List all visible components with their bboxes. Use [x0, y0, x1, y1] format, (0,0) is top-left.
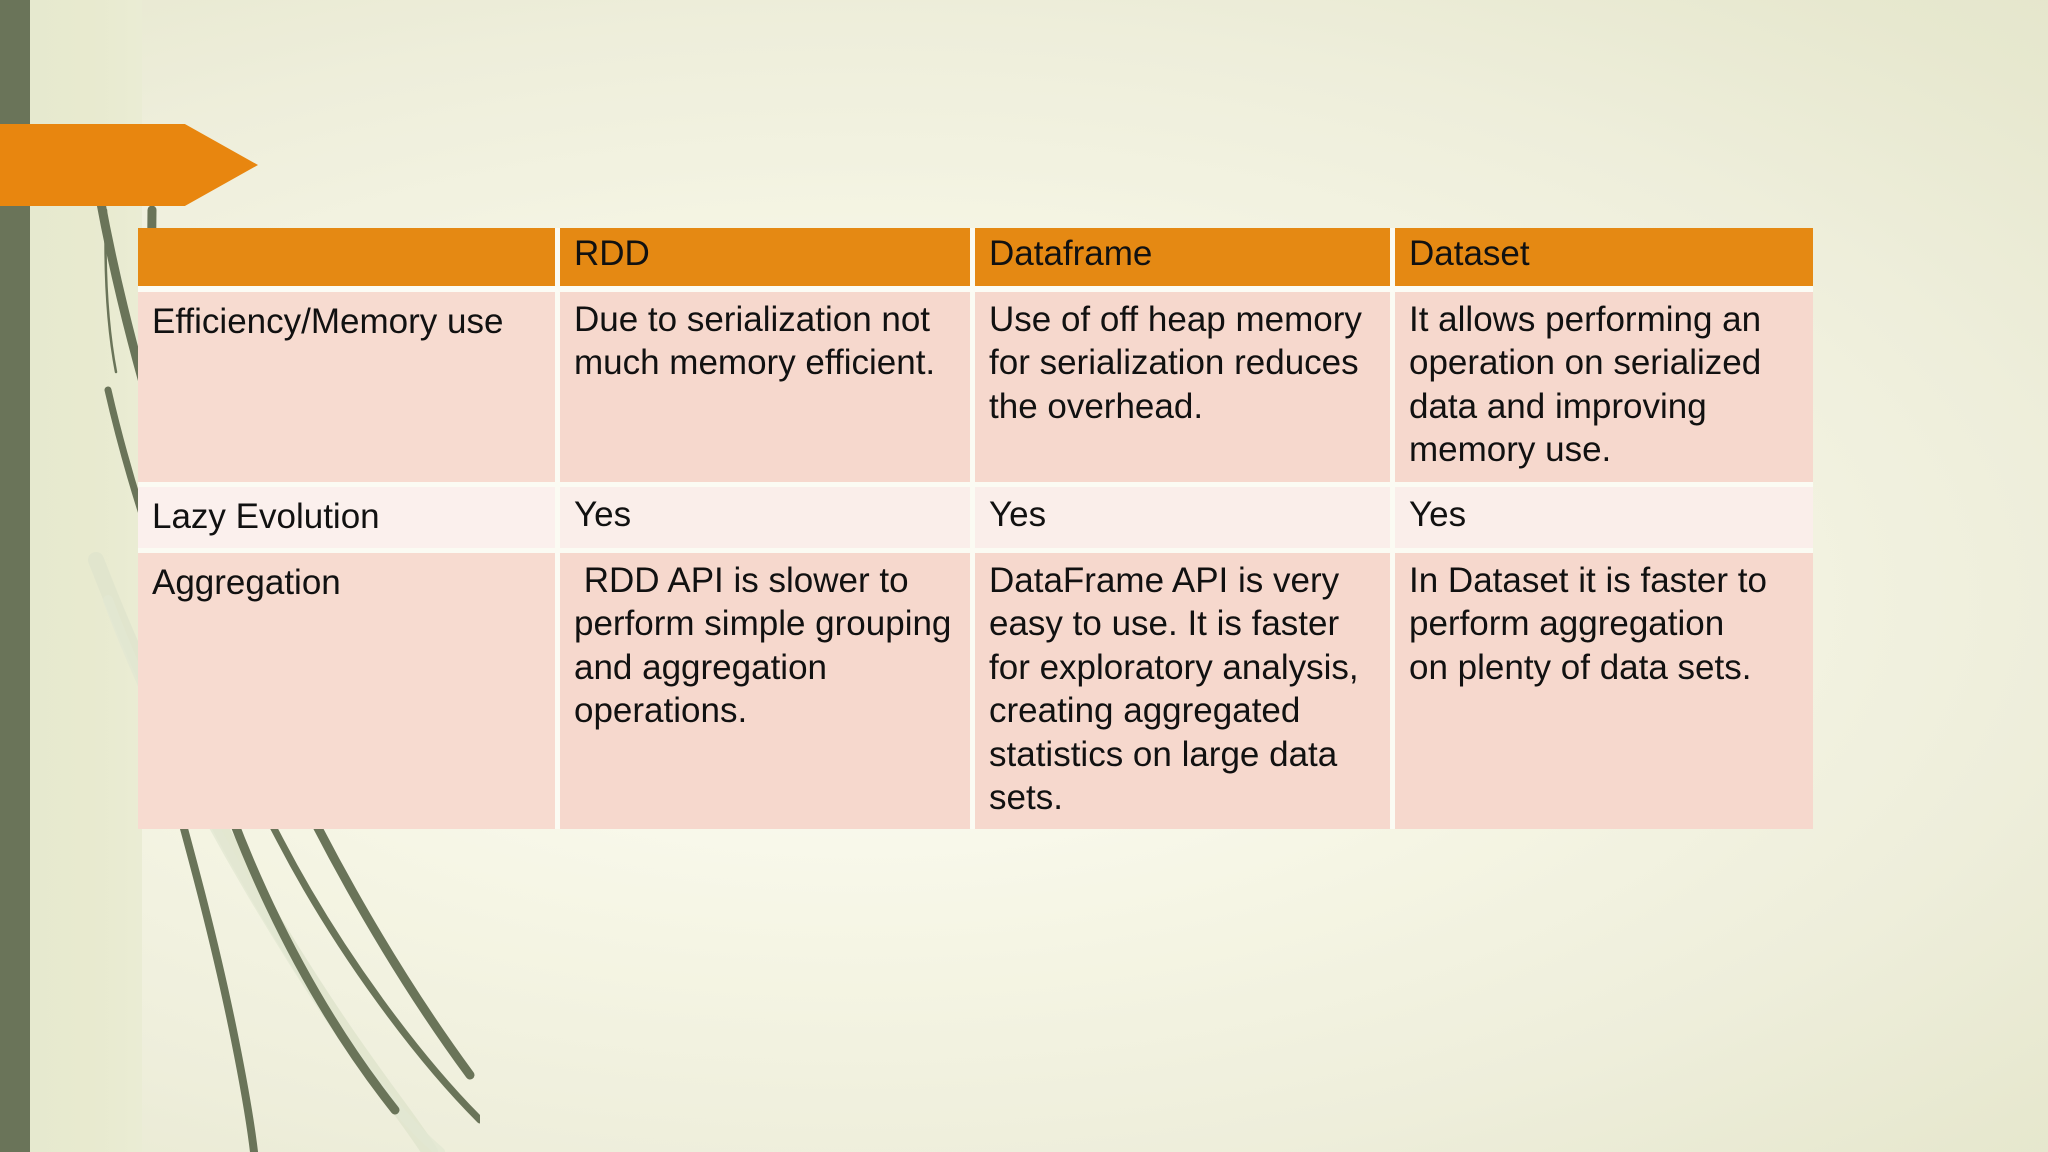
row-label-efficiency: Efficiency/Memory use: [138, 292, 560, 487]
table-row: Lazy Evolution Yes Yes Yes: [138, 486, 1813, 553]
comparison-table: RDD Dataframe Dataset Efficiency/Memory …: [138, 228, 1813, 830]
row-label-lazy-evolution: Lazy Evolution: [138, 486, 560, 553]
table-row: Aggregation RDD API is slower to perform…: [138, 552, 1813, 830]
cell-efficiency-dataframe: Use of off heap memory for serialization…: [975, 292, 1395, 487]
cell-aggregation-dataframe: DataFrame API is very easy to use. It is…: [975, 552, 1395, 830]
cell-lazy-rdd: Yes: [560, 486, 975, 553]
column-header-blank: [138, 228, 560, 292]
table-header-row: RDD Dataframe Dataset: [138, 228, 1813, 292]
row-label-aggregation: Aggregation: [138, 552, 560, 830]
title-arrow-banner: [0, 124, 258, 206]
column-header-dataframe: Dataframe: [975, 228, 1395, 292]
cell-efficiency-dataset: It allows performing an operation on ser…: [1395, 292, 1813, 487]
cell-lazy-dataset: Yes: [1395, 486, 1813, 553]
cell-lazy-dataframe: Yes: [975, 486, 1395, 553]
cell-aggregation-dataset: In Dataset it is faster to perform aggre…: [1395, 552, 1813, 830]
column-header-dataset: Dataset: [1395, 228, 1813, 292]
column-header-rdd: RDD: [560, 228, 975, 292]
cell-aggregation-rdd: RDD API is slower to perform simple grou…: [560, 552, 975, 830]
cell-efficiency-rdd: Due to serialization not much memory eff…: [560, 292, 975, 487]
table-row: Efficiency/Memory use Due to serializati…: [138, 292, 1813, 487]
